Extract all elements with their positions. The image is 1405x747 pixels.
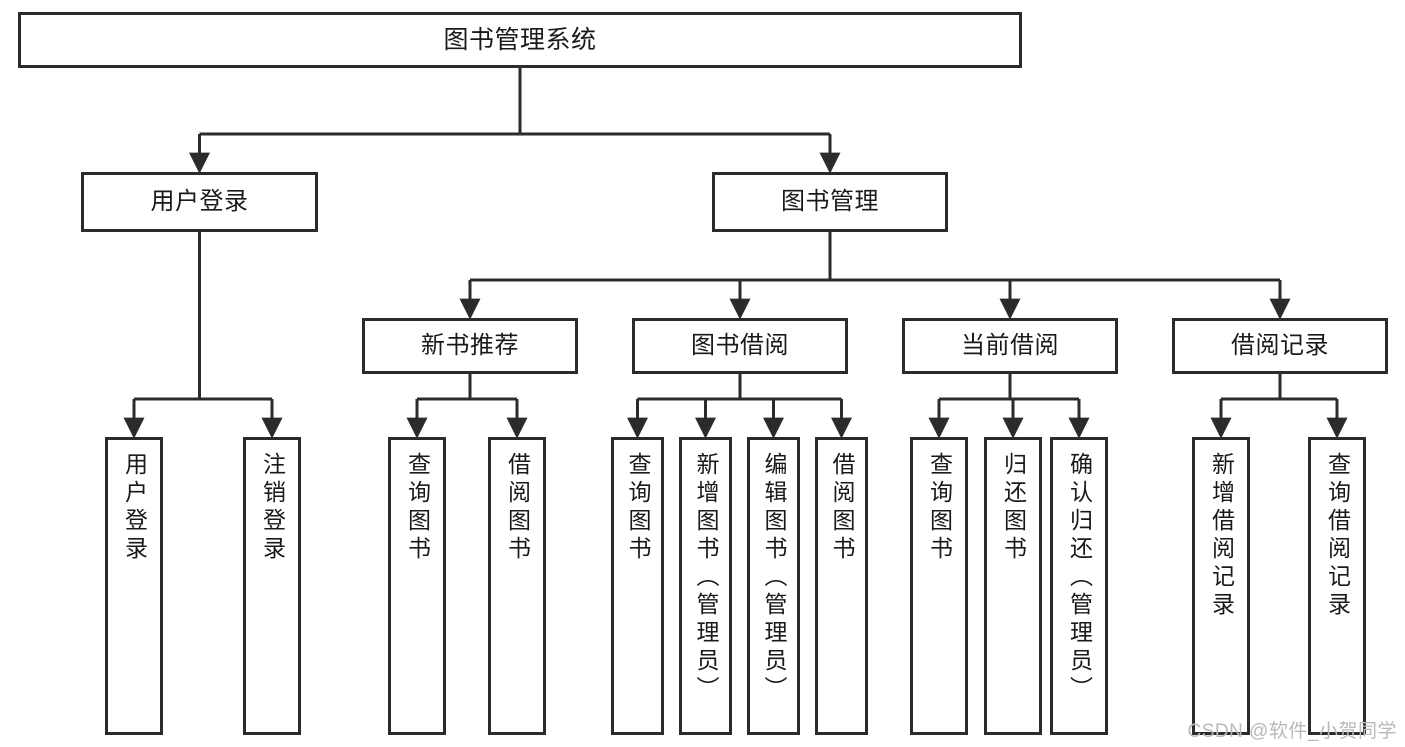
- node-leaf-user-logout[interactable]: 注销登录: [243, 437, 301, 735]
- node-label: 确认归还（管理员）: [1066, 452, 1093, 704]
- node-label: 用户登录: [121, 452, 148, 564]
- node-label: 新增图书（管理员）: [693, 452, 719, 704]
- node-leaf-cb-return[interactable]: 归还图书: [984, 437, 1042, 735]
- node-label: 查询图书: [625, 452, 651, 564]
- node-label: 查询图书: [404, 452, 431, 564]
- node-leaf-cb-confirm[interactable]: 确认归还（管理员）: [1050, 437, 1108, 735]
- node-label: 用户登录: [150, 188, 249, 216]
- node-leaf-cb-query[interactable]: 查询图书: [910, 437, 968, 735]
- node-leaf-user-login[interactable]: 用户登录: [105, 437, 163, 735]
- node-label: 图书借阅: [691, 332, 789, 360]
- node-label: 注销登录: [259, 452, 286, 564]
- node-root[interactable]: 图书管理系统: [18, 12, 1022, 68]
- csdn-watermark: CSDN @软件_小贺同学: [1187, 721, 1397, 742]
- node-label: 查询借阅记录: [1324, 452, 1351, 620]
- node-leaf-rec-borrow[interactable]: 借阅图书: [488, 437, 546, 735]
- node-book-mgmt[interactable]: 图书管理: [712, 172, 948, 232]
- node-book-borrow[interactable]: 图书借阅: [632, 318, 848, 374]
- node-label: 借阅记录: [1231, 332, 1329, 360]
- node-leaf-bb-add[interactable]: 新增图书（管理员）: [679, 437, 732, 735]
- node-leaf-bb-query[interactable]: 查询图书: [611, 437, 664, 735]
- node-leaf-bb-edit[interactable]: 编辑图书（管理员）: [747, 437, 800, 735]
- node-label: 新书推荐: [421, 332, 519, 360]
- node-label: 借阅图书: [829, 452, 855, 564]
- node-leaf-br-query[interactable]: 查询借阅记录: [1308, 437, 1366, 735]
- node-label: 当前借阅: [961, 332, 1059, 360]
- node-user-login[interactable]: 用户登录: [81, 172, 318, 232]
- node-leaf-bb-borrow[interactable]: 借阅图书: [815, 437, 868, 735]
- node-new-book-rec[interactable]: 新书推荐: [362, 318, 578, 374]
- node-current-borrow[interactable]: 当前借阅: [902, 318, 1118, 374]
- node-label: 图书管理系统: [443, 25, 597, 54]
- node-borrow-record[interactable]: 借阅记录: [1172, 318, 1388, 374]
- node-leaf-br-add[interactable]: 新增借阅记录: [1192, 437, 1250, 735]
- node-leaf-rec-query[interactable]: 查询图书: [388, 437, 446, 735]
- node-label: 图书管理: [781, 188, 879, 216]
- node-label: 归还图书: [1000, 452, 1027, 564]
- node-label: 编辑图书（管理员）: [761, 452, 787, 704]
- node-label: 新增借阅记录: [1208, 452, 1235, 620]
- node-label: 查询图书: [926, 452, 953, 564]
- node-label: 借阅图书: [504, 452, 531, 564]
